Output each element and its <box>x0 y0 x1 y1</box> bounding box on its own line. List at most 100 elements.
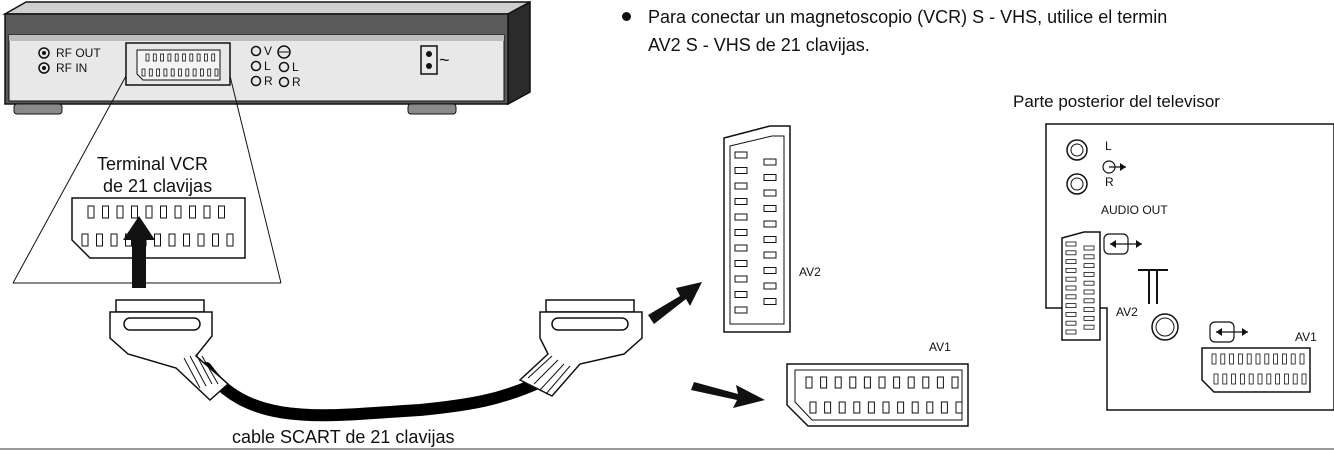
connector-pin <box>1083 307 1095 313</box>
connector-pin <box>1065 303 1077 309</box>
connector-pin <box>734 275 748 283</box>
tv-rear-av2-label: AV2 <box>1116 305 1138 319</box>
connector-pin <box>878 376 886 389</box>
connector-pin <box>763 189 777 197</box>
connector-pin <box>809 401 817 414</box>
connector-pin <box>174 53 179 62</box>
connector-pin <box>1284 373 1289 385</box>
connector-pin <box>763 220 777 228</box>
vcr-unit: RF OUT RF IN V L R L R <box>2 0 531 115</box>
connector-pin <box>893 376 901 389</box>
connector-pin <box>145 53 150 62</box>
connector-pin <box>805 376 813 389</box>
connector-pin <box>1065 294 1077 300</box>
connector-pin <box>214 68 219 77</box>
connector-pin <box>1083 324 1095 330</box>
enlarged-scart-socket <box>71 197 246 259</box>
connector-pin <box>1292 373 1298 385</box>
connector-pin <box>152 53 157 62</box>
connector-pin <box>763 174 777 181</box>
connector-pin <box>1282 353 1287 365</box>
connector-pin <box>189 53 194 62</box>
connector-pin <box>102 205 109 219</box>
bottom-divider <box>0 448 1334 450</box>
connector-pin <box>1257 373 1263 385</box>
connector-pin <box>734 306 748 314</box>
connector-pin <box>199 68 204 77</box>
connector-pin <box>734 167 748 174</box>
connector-pin <box>160 205 167 219</box>
connector-pin <box>178 68 182 77</box>
connector-pin <box>203 205 211 219</box>
connector-pin <box>116 205 124 219</box>
connector-pin <box>1290 353 1296 365</box>
av1-label: AV1 <box>929 340 951 354</box>
connector-pin <box>1083 263 1095 269</box>
connector-pin <box>174 205 182 219</box>
zoom-callout <box>12 75 282 284</box>
connector-pin <box>1065 311 1077 317</box>
connector-pin <box>922 376 930 389</box>
audio-output-icon <box>1102 160 1126 174</box>
connector-pin <box>1065 285 1077 291</box>
connector-pin <box>734 291 748 298</box>
connector-pin <box>853 401 861 414</box>
connector-pin <box>1065 241 1077 247</box>
connector-pin <box>1065 259 1077 265</box>
vcr-audio-l2-label: L <box>292 60 299 74</box>
tv-rear-panel: L R AUDIO OUT AV2 <box>1045 123 1334 411</box>
arrow-to-av2-icon <box>648 282 702 324</box>
terminal-label-line1: Terminal VCR <box>97 154 208 174</box>
connector-pin <box>763 282 777 290</box>
connector-pin <box>897 401 905 414</box>
connector-pin <box>192 68 197 77</box>
scart-plug-right <box>518 299 643 397</box>
connector-pin <box>940 401 948 414</box>
connector-pin <box>211 53 216 62</box>
connector-pin <box>863 376 871 389</box>
connector-pin <box>156 68 161 77</box>
connector-pin <box>1083 289 1095 295</box>
connector-pin <box>951 376 959 389</box>
connector-pin <box>1083 280 1095 286</box>
instruction-line-1: Para conectar un magnetoscopio (VCR) S -… <box>648 7 1168 27</box>
connector-pin <box>207 68 212 77</box>
rf-in-label: RF IN <box>56 61 87 75</box>
connector-pin <box>141 68 146 77</box>
connector-pin <box>160 53 165 62</box>
connector-pin <box>867 401 875 414</box>
s-video-jack <box>277 45 291 59</box>
av1-io-icon <box>1209 321 1248 343</box>
connector-pin <box>196 53 201 62</box>
connector-pin <box>834 376 842 389</box>
connector-pin <box>763 158 777 166</box>
connector-pin <box>145 205 153 219</box>
connector-pin <box>1266 373 1272 385</box>
connector-pin <box>838 401 846 414</box>
cable-label: cable SCART de 21 clavijas <box>232 427 454 447</box>
connector-pin <box>148 68 153 77</box>
vcr-av-jacks: V L R L R <box>250 44 301 89</box>
connector-pin <box>734 244 748 252</box>
connector-pin <box>849 376 857 389</box>
av2-io-icon <box>1103 233 1142 255</box>
tv-audio-r-label: R <box>1105 175 1114 189</box>
connector-pin <box>734 182 748 190</box>
connector-pin <box>96 233 103 247</box>
connector-pin <box>734 260 748 267</box>
connector-pin <box>734 151 748 159</box>
connector-pin <box>734 213 748 221</box>
connector-pin <box>163 68 168 77</box>
connector-pin <box>1299 353 1305 365</box>
rf-out-label: RF OUT <box>56 46 101 60</box>
av2-scart-socket <box>723 125 791 333</box>
connector-pin <box>763 267 777 274</box>
connector-pin <box>763 236 777 243</box>
connector-pin <box>926 401 934 414</box>
s-video-input-jack <box>1151 313 1179 341</box>
vcr-audio-r2-label: R <box>292 75 301 89</box>
connector-pin <box>1275 373 1280 385</box>
connector-pin <box>1083 245 1095 251</box>
connector-pin <box>763 205 777 212</box>
